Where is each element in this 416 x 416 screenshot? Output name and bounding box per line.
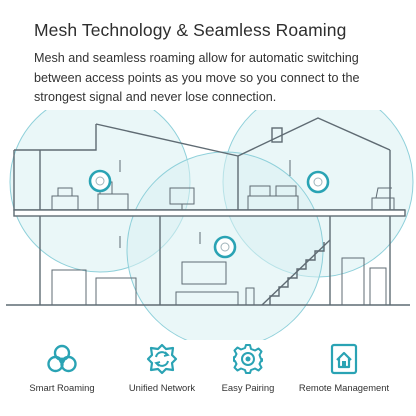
- access-point-right: [306, 170, 330, 194]
- access-point-left: [88, 169, 112, 193]
- house-coverage-illustration: [6, 110, 414, 340]
- feature-label: Smart Roaming: [29, 382, 95, 393]
- page-title: Mesh Technology & Seamless Roaming: [34, 20, 347, 40]
- ground-floor-furniture: [51, 232, 387, 306]
- feature-label: Unified Network: [128, 382, 196, 393]
- feature-easy-pairing: Easy Pairing: [196, 342, 300, 393]
- feature-smart-roaming: Smart Roaming: [10, 342, 114, 393]
- access-points: [88, 169, 330, 259]
- feature-label: Remote Management: [298, 382, 390, 393]
- feature-label: Easy Pairing: [221, 382, 275, 393]
- unified-network-icon: [146, 343, 178, 375]
- remote-management-icon: [330, 343, 358, 375]
- upper-floor-furniture: [51, 160, 395, 211]
- feature-list: Smart Roaming Unified Network Easy Pairi…: [0, 342, 416, 402]
- smart-roaming-icon: [47, 344, 77, 373]
- access-point-center: [213, 235, 237, 259]
- feature-unified-network: Unified Network: [110, 342, 214, 393]
- feature-remote-management: Remote Management: [292, 342, 396, 393]
- page-description: Mesh and seamless roaming allow for auto…: [34, 51, 360, 104]
- easy-pairing-icon: [233, 344, 263, 374]
